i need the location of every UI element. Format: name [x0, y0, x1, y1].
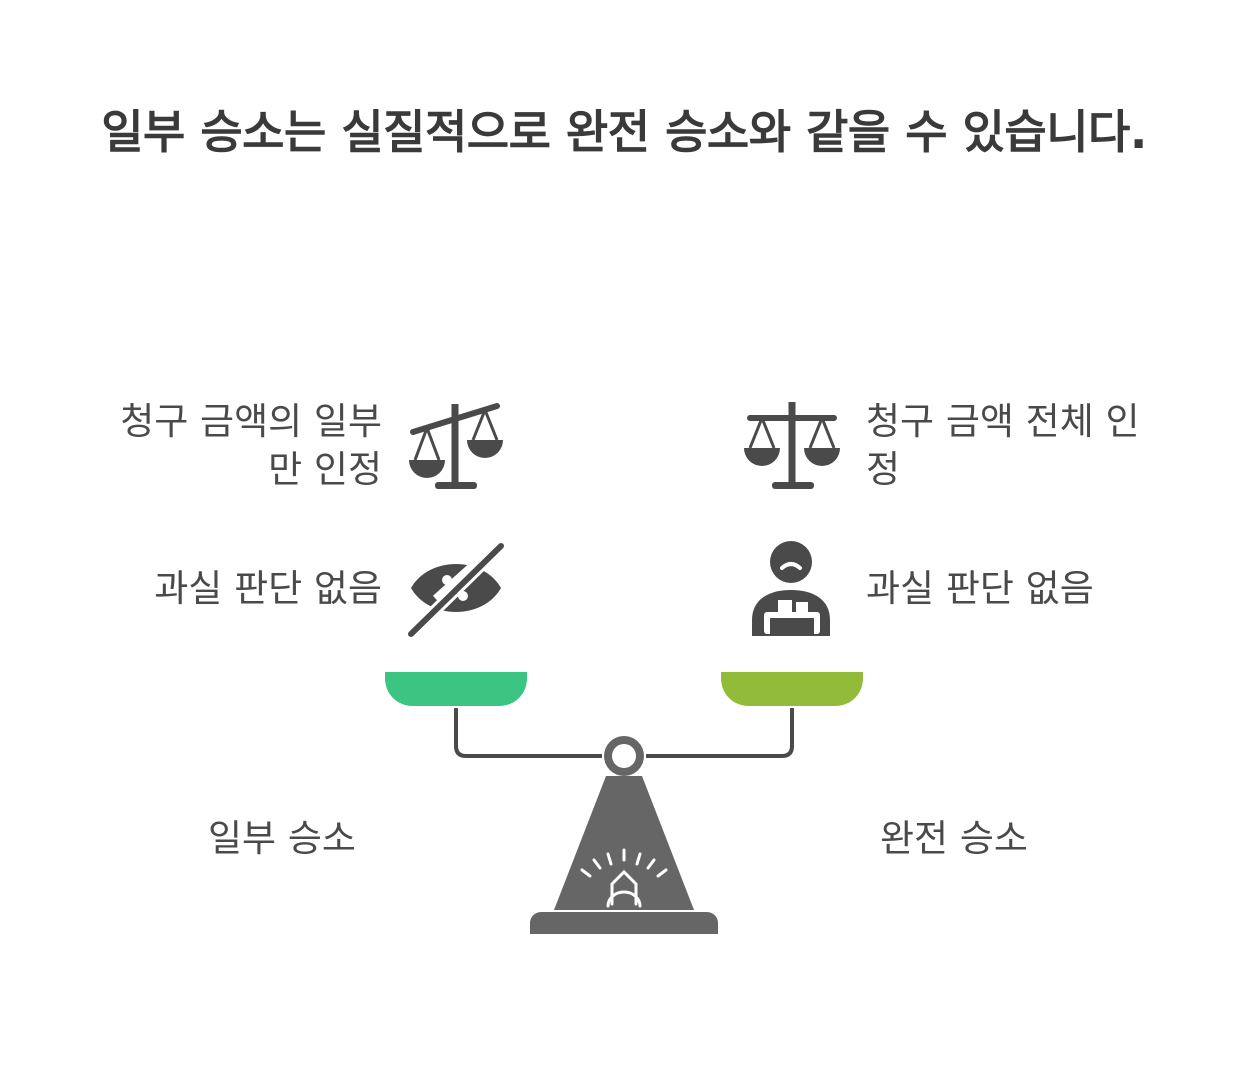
right-item-1-label: 청구 금액 전체 인정 — [866, 400, 1140, 491]
person-at-desk-icon — [748, 540, 838, 640]
left-heading: 일부 승소 — [208, 817, 356, 860]
left-pan — [385, 672, 527, 708]
left-item-1-label: 청구 금액의 일부 만 인정 — [120, 400, 382, 491]
page-title: 일부 승소는 실질적으로 완전 승소와 같을 수 있습니다. — [101, 105, 1147, 159]
balance-stand — [380, 700, 870, 940]
eye-off-icon — [405, 542, 507, 638]
right-item-2-label: 과실 판단 없음 — [866, 567, 1094, 610]
scales-tilted-icon — [405, 398, 507, 494]
right-pan — [721, 672, 863, 708]
left-item-2-label: 과실 판단 없음 — [154, 567, 382, 610]
right-heading: 완전 승소 — [880, 817, 1028, 860]
scales-balanced-icon — [742, 398, 844, 494]
